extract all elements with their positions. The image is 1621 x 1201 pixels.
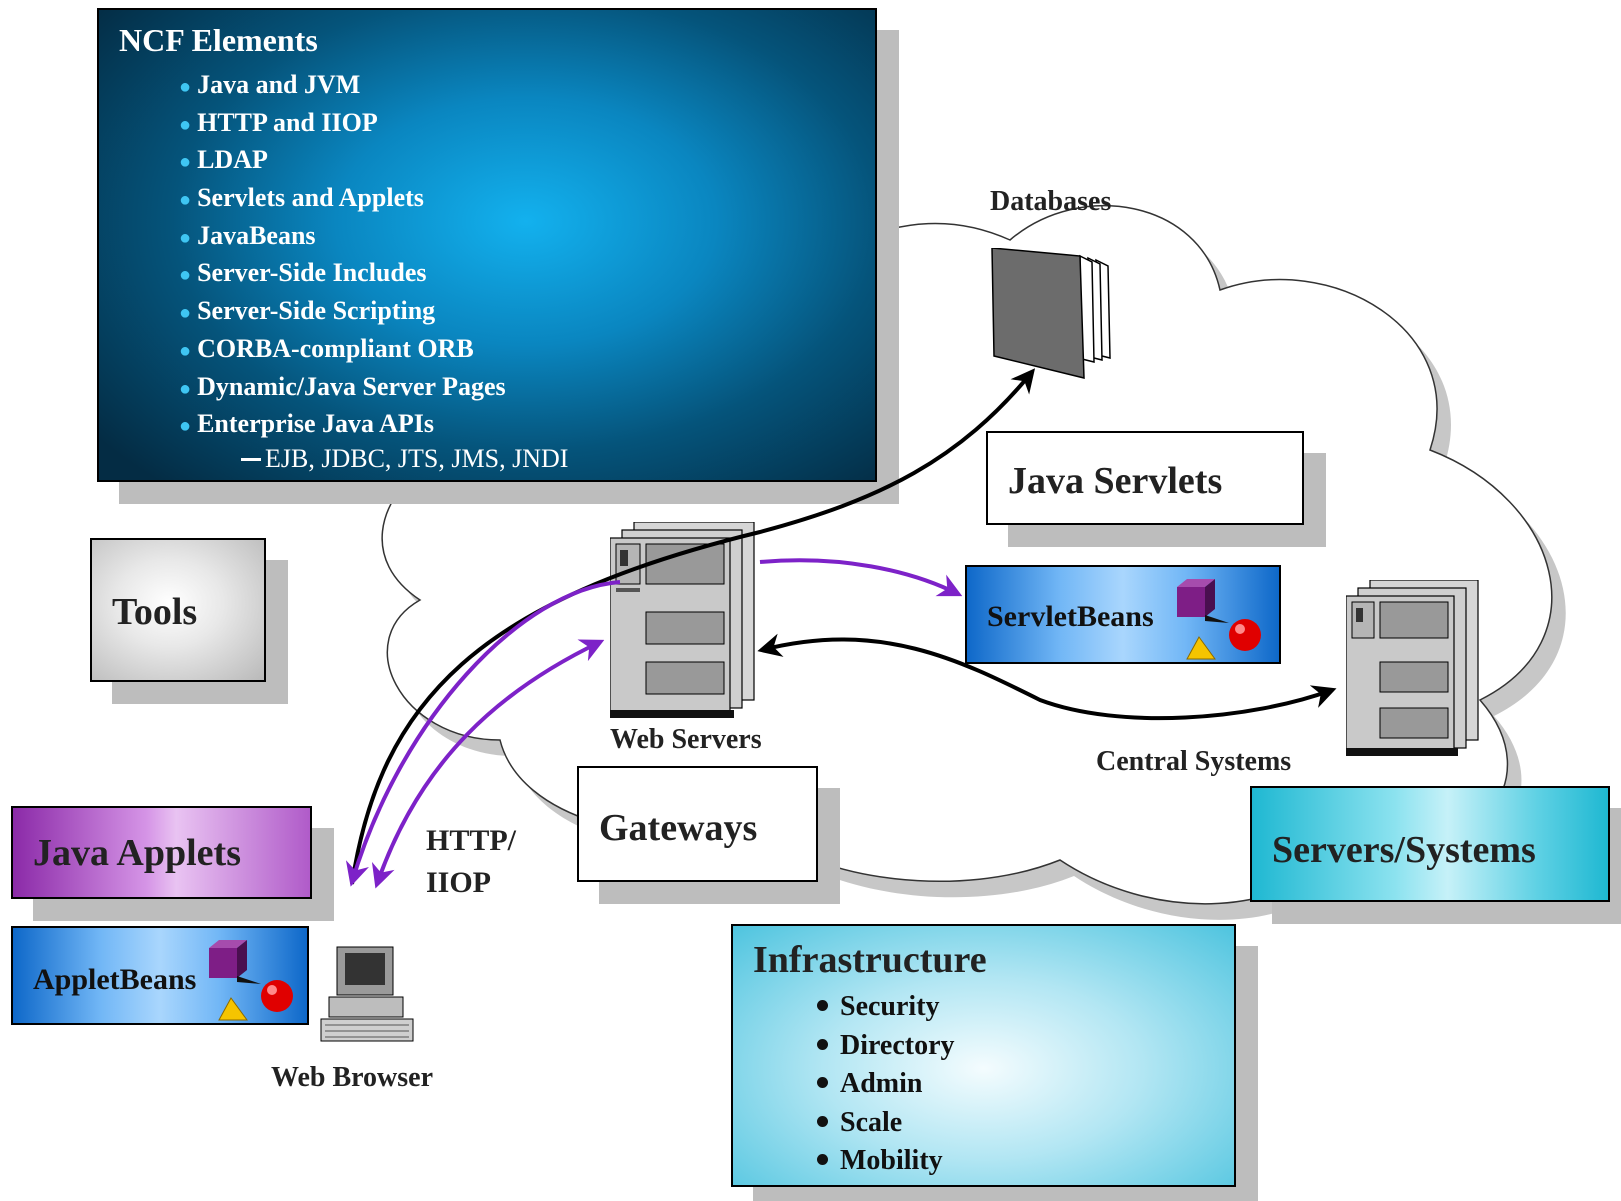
java-applets-box: Java Applets [11,806,312,899]
databases-label: Databases [990,186,1112,217]
infrastructure-item: Mobility [817,1142,955,1181]
infrastructure-item: Security [817,988,955,1027]
bean-icon [1177,579,1261,660]
servers-systems-box: Servers/Systems [1250,786,1610,902]
tools-label: Tools [112,591,198,633]
database-icon [991,248,1111,379]
http-iiop-label-line2: IIOP [426,866,492,899]
ncf-item: ●Servlets and Applets [179,183,424,213]
computer-icon [320,946,414,1042]
ncf-subitem: EJB, JDBC, JTS, JMS, JNDI [241,444,568,474]
applet-beans-label: AppletBeans [33,963,197,996]
applet-beans-box: AppletBeans [11,926,309,1025]
java-servlets-box: Java Servlets [986,431,1304,525]
gateways-label: Gateways [599,807,758,849]
gateways-box: Gateways [577,766,818,882]
web-browser-label: Web Browser [271,1062,434,1093]
infrastructure-title: Infrastructure [753,939,987,981]
java-servlets-label: Java Servlets [1008,460,1223,502]
server-icon [610,522,755,718]
ncf-item: ●JavaBeans [179,220,316,250]
ncf-elements-panel: NCF Elements ●Java and JVM ●HTTP and IIO… [97,8,877,482]
infrastructure-box: Infrastructure Security Directory Admin … [731,924,1236,1187]
central-systems-label: Central Systems [1096,746,1292,777]
infrastructure-item: Admin [817,1065,955,1104]
java-applets-label: Java Applets [33,832,241,874]
ncf-item: ●Server-Side Scripting [179,296,436,326]
infrastructure-list: Security Directory Admin Scale Mobility [817,988,955,1181]
ncf-item: ●LDAP [179,145,268,175]
ncf-item: ●Dynamic/Java Server Pages [179,371,506,401]
ncf-item: ●Enterprise Java APIs [179,409,434,439]
server-icon [1346,580,1479,756]
web-servers-label: Web Servers [610,724,762,755]
ncf-item: ●HTTP and IIOP [179,107,378,137]
ncf-item: ●Server-Side Includes [179,258,427,288]
ncf-list: ●Java and JVM ●HTTP and IIOP ●LDAP ●Serv… [179,66,506,443]
http-iiop-label-line1: HTTP/ [426,824,517,857]
infrastructure-item: Scale [817,1104,955,1143]
tools-box: Tools [90,538,266,682]
servlet-beans-box: ServletBeans [965,565,1281,664]
ncf-item: ●CORBA-compliant ORB [179,333,474,363]
bean-icon [209,940,293,1021]
ncf-title: NCF Elements [119,22,318,58]
servlet-beans-label: ServletBeans [987,600,1154,633]
servers-systems-label: Servers/Systems [1272,829,1536,871]
ncf-item: ●Java and JVM [179,70,361,99]
infrastructure-item: Directory [817,1027,955,1066]
